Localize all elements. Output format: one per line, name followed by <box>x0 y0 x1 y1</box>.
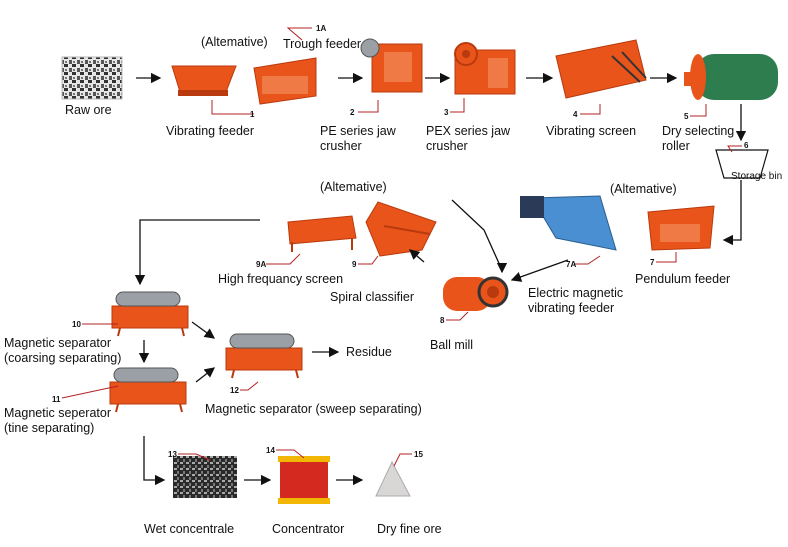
concentrator-machine <box>278 456 330 504</box>
magnetic-separator-10-label: Magnetic separator (coarsing separating) <box>4 336 122 365</box>
step-number: 3 <box>444 108 449 117</box>
spiral-classifier-label: Spiral classifier <box>330 290 415 304</box>
spiral-classifier-machine <box>365 201 437 257</box>
number-leaders <box>61 27 742 467</box>
storage-bin-label: Storage bin <box>731 171 783 182</box>
step-number: 2 <box>350 108 355 117</box>
vibrating-feeder-label: Vibrating feeder <box>166 124 255 138</box>
step-number: 13 <box>168 450 177 459</box>
ball-mill-label: Ball mill <box>430 338 474 352</box>
pex-jaw-crusher-machine <box>454 42 516 95</box>
step-number: 11 <box>52 395 61 404</box>
trough-feeder-machine <box>253 57 317 105</box>
magnetic-separator-11-machine <box>109 367 187 413</box>
residue-label: Residue <box>346 345 392 359</box>
dry-selecting-roller-machine <box>684 54 778 100</box>
concentrator-label: Concentrator <box>272 522 345 536</box>
magnetic-separator-11-label: Magnetic seperator (tine separating) <box>4 406 112 435</box>
vibrating-feeder-machine <box>171 65 237 96</box>
step-number: 5 <box>684 112 689 121</box>
pe-jaw-crusher-machine <box>360 38 423 93</box>
vibrating-screen-label: Vibrating screen <box>546 124 637 138</box>
storage-bin-shape <box>715 149 769 179</box>
wet-concentrate-image <box>173 456 237 498</box>
alternative-top-label: (Altemative) <box>201 35 268 49</box>
step-number: 4 <box>573 110 578 119</box>
pendulum-feeder-machine <box>647 205 715 251</box>
step-number: 7A <box>566 260 577 269</box>
raw-ore-image <box>61 56 123 100</box>
ball-mill-machine <box>443 276 509 311</box>
high-frequency-screen-label: High frequancy screen <box>218 272 344 286</box>
pendulum-feeder-label: Pendulum feeder <box>635 272 731 286</box>
wet-concentrate-label: Wet concentrale <box>144 522 235 536</box>
trough-feeder-label: Trough feeder <box>283 37 362 51</box>
step-number: 6 <box>744 141 749 150</box>
electric-feeder-machine <box>520 195 617 251</box>
step-number: 14 <box>266 446 275 455</box>
electric-feeder-label: Electric magnetic vibrating feeder <box>528 286 624 315</box>
magnetic-separator-12-machine <box>225 333 303 379</box>
step-number: 15 <box>414 450 423 459</box>
alternative-right-label: (Altemative) <box>610 182 677 196</box>
step-number: 10 <box>72 320 81 329</box>
pex-crusher-label: PEX series jaw crusher <box>426 124 511 153</box>
alternative-mid-label: (Altemative) <box>320 180 387 194</box>
step-number: 1A <box>316 24 327 33</box>
flow-arrows <box>134 72 747 486</box>
vibrating-screen-machine <box>555 39 647 99</box>
step-number: 8 <box>440 316 445 325</box>
dry-fine-ore-label: Dry fine ore <box>377 522 442 536</box>
step-number: 7 <box>650 258 655 267</box>
dry-roller-label: Dry selecting roller <box>662 124 735 153</box>
magnetic-separator-10-machine <box>111 291 189 337</box>
dry-fine-ore-pile <box>375 460 411 497</box>
raw-ore-label: Raw ore <box>65 103 112 117</box>
step-number: 1 <box>250 110 255 119</box>
magnetic-separator-12-label: Magnetic separator (sweep separating) <box>205 402 422 416</box>
step-number: 9A <box>256 260 267 269</box>
pe-crusher-label: PE series jaw crusher <box>320 124 396 153</box>
high-frequency-screen-machine <box>287 215 357 252</box>
step-number: 9 <box>352 260 357 269</box>
step-number: 12 <box>230 386 239 395</box>
